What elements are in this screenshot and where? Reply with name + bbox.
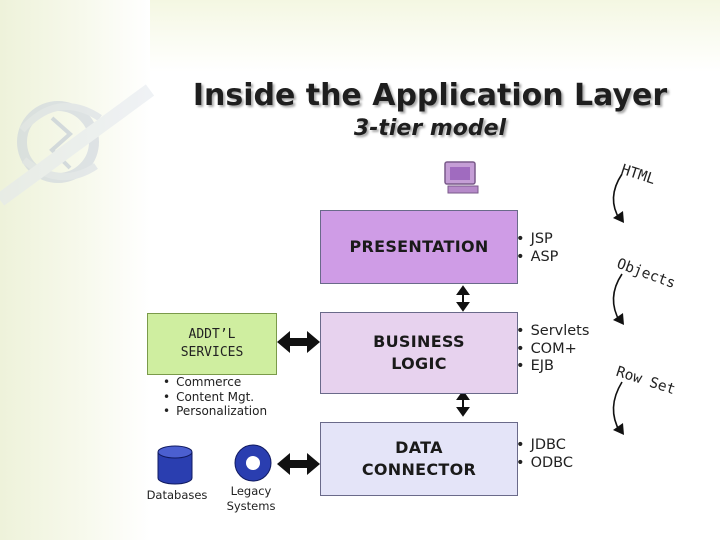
tech-item: Servlets <box>516 323 590 341</box>
databases-caption: Databases <box>146 488 208 502</box>
presentation-tech-list: JSP ASP <box>516 231 559 267</box>
tech-item: EJB <box>516 358 589 376</box>
data-tech-list: JDBC ODBC <box>516 437 573 472</box>
data-connector-tier-box: DATA CONNECTOR <box>320 422 518 496</box>
logo-globe-icon <box>0 84 155 206</box>
page-subtitle: 3-tier model <box>353 116 507 141</box>
business-logic-tier-box: BUSINESS LOGIC <box>320 312 518 394</box>
page-title: Inside the Application Layer <box>192 78 668 113</box>
data-double-arrow <box>277 453 320 475</box>
legacy-systems-caption: Legacy Systems <box>226 484 276 513</box>
service-item: Personalization <box>163 404 267 419</box>
additional-services-label: ADDT’L SERVICES <box>180 327 244 360</box>
presentation-tier-box: PRESENTATION <box>320 210 518 284</box>
html-flow-arrow <box>612 173 624 223</box>
tier-connector-arrow-2 <box>456 390 470 417</box>
service-item: Content Mgt. <box>163 390 267 405</box>
tech-item: COM+ <box>516 341 589 359</box>
tech-item: JSP <box>516 231 558 249</box>
data-connector-tier-label: DATA CONNECTOR <box>361 438 477 479</box>
business-tech-list: Servlets COM+ EJB <box>516 323 590 376</box>
database-icon <box>157 445 193 485</box>
rowset-flow-arrow <box>612 381 624 435</box>
legacy-disc-icon <box>234 444 272 482</box>
tech-item: JDBC <box>516 437 573 455</box>
additional-services-box: ADDT’L SERVICES <box>147 313 277 375</box>
left-background-band <box>0 0 150 540</box>
tier-connector-arrow-1 <box>456 285 470 312</box>
objects-flow-arrow <box>612 273 624 325</box>
business-logic-tier-label: BUSINESS LOGIC <box>373 332 465 373</box>
service-item: Commerce <box>163 375 267 390</box>
additional-services-list: Commerce Content Mgt. Personalization <box>163 375 267 419</box>
presentation-tier-label: PRESENTATION <box>349 237 489 257</box>
computer-icon <box>444 161 479 194</box>
tech-item: ODBC <box>516 455 573 473</box>
tech-item: ASP <box>516 249 559 267</box>
services-double-arrow <box>277 331 320 353</box>
